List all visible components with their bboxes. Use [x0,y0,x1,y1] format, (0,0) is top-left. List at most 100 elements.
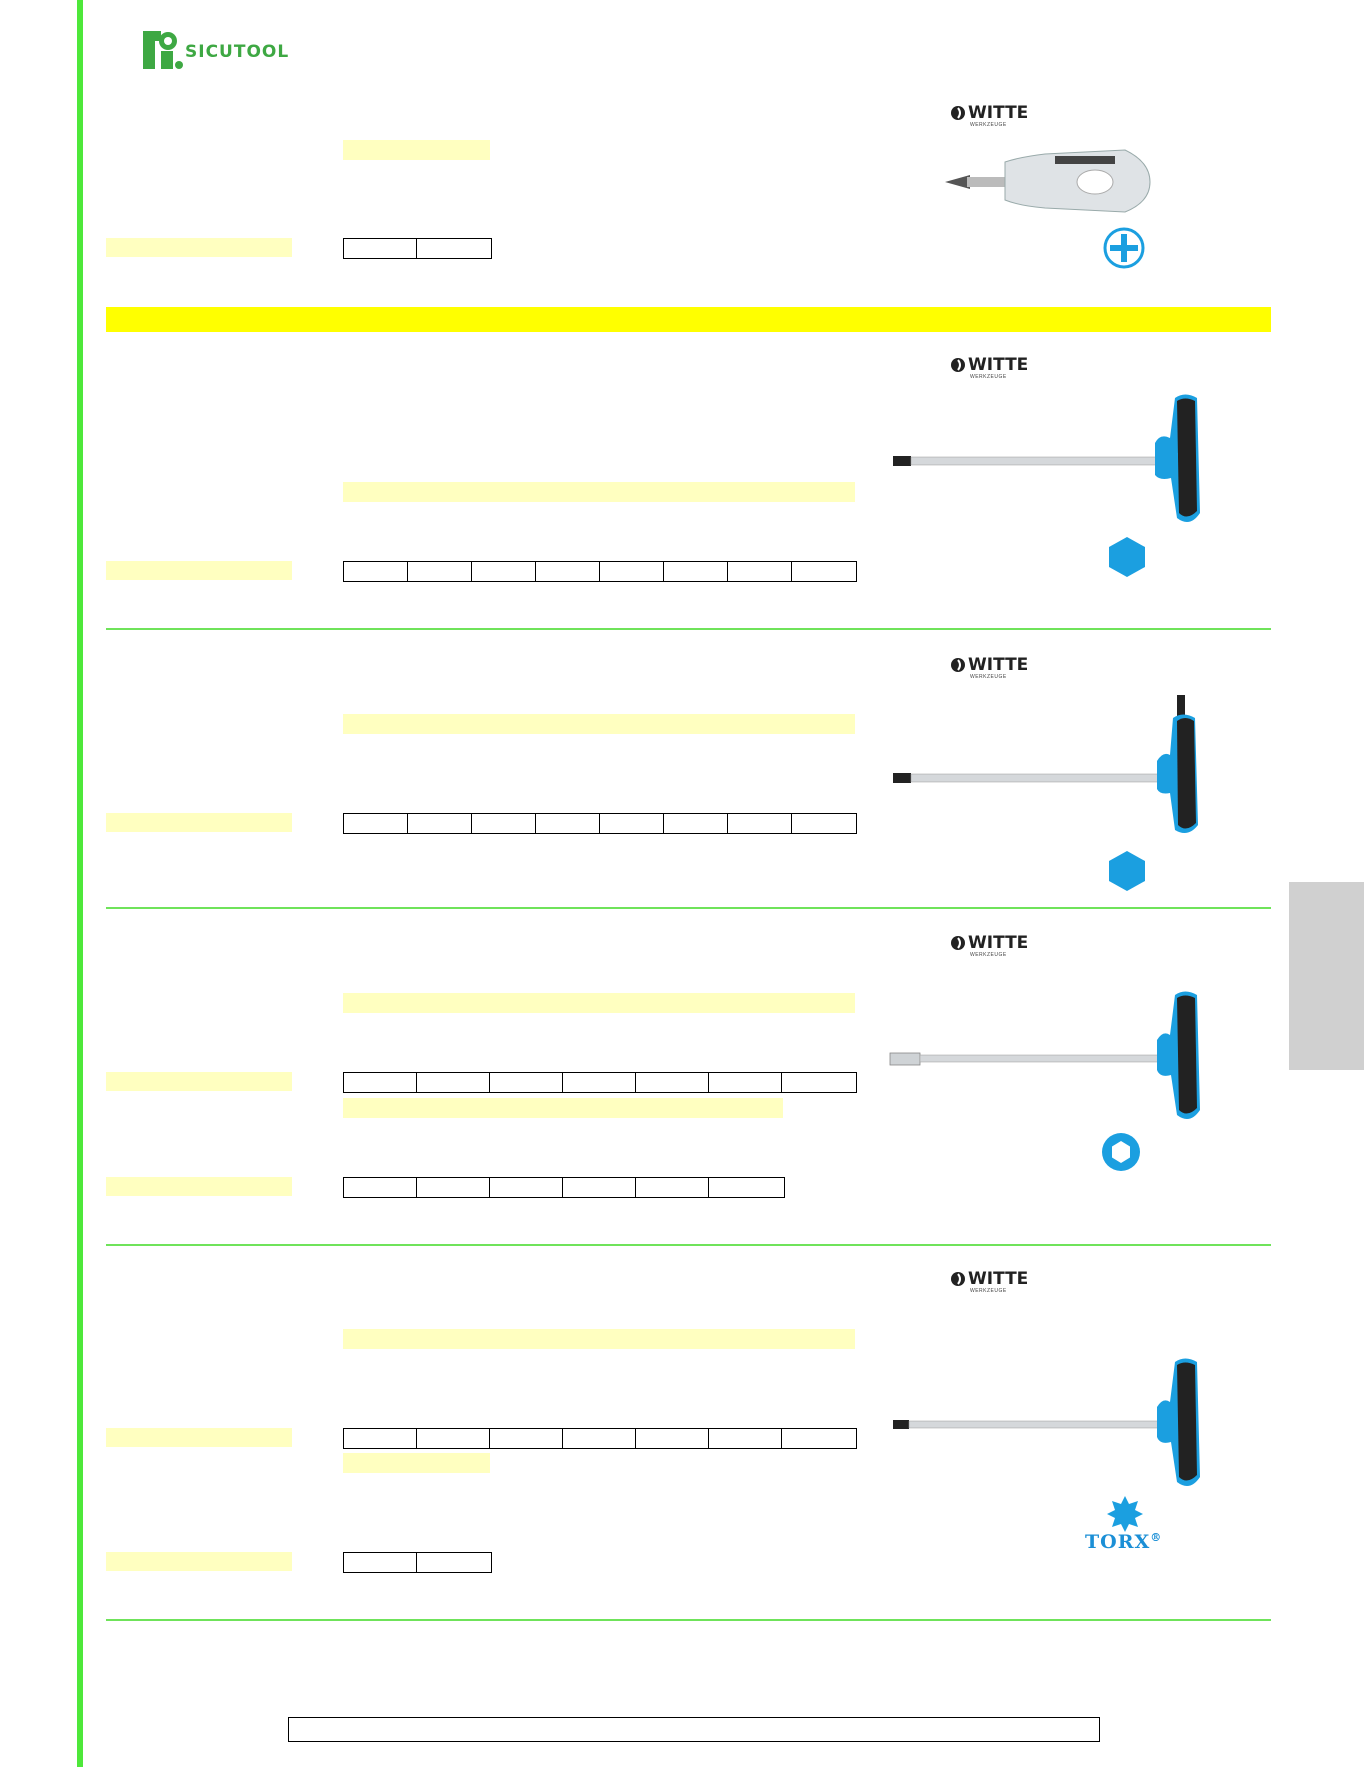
witte-logo: WITTE WERKZEUGE [950,933,1030,963]
witte-logo-icon [951,106,965,120]
torx-icon [1107,1496,1143,1532]
hex-icon [1109,537,1145,577]
table-cell [344,1429,417,1448]
table-cell [344,1178,417,1197]
size-table [343,1552,492,1573]
witte-logo-sub: WERKZEUGE [970,374,1007,380]
witte-logo-icon [951,1272,965,1286]
witte-logo-icon [951,658,965,672]
witte-logo: WITTE WERKZEUGE [950,103,1030,133]
torx-logo-text: TORX [1085,1531,1151,1553]
table-cell [472,814,536,833]
table-cell [344,239,417,258]
table-cell [563,1073,636,1092]
sicutool-logo-text: SICUTOOL [185,42,290,62]
table-cell [472,562,536,581]
table-cell [490,1073,563,1092]
table-cell [636,1429,709,1448]
article-label-highlight [106,238,292,257]
table-cell [536,562,600,581]
table-cell [408,562,472,581]
torx-logo: TORX® [1085,1531,1162,1553]
product-title-highlight [343,482,855,502]
product-title-highlight [343,140,490,160]
witte-logo-icon [951,936,965,950]
table-cell [664,562,728,581]
table-cell [792,814,856,833]
size-table [343,238,492,259]
article-label-highlight [106,813,292,832]
table-cell [563,1429,636,1448]
witte-logo-text: WITTE [968,933,1029,953]
table-cell [782,1429,855,1448]
size-table [343,1177,785,1198]
page-left-accent-bar [77,0,83,1767]
size-table [343,561,857,582]
witte-logo-icon [951,358,965,372]
witte-logo-text: WITTE [968,103,1029,123]
witte-logo-text: WITTE [968,655,1029,675]
product-title-highlight [343,1453,490,1473]
product-title-highlight [343,993,855,1013]
table-cell [709,1178,782,1197]
table-cell [344,562,408,581]
table-cell [490,1429,563,1448]
product-title-highlight [343,1329,855,1349]
table-cell [709,1073,782,1092]
hex-icon [1109,851,1145,891]
hex-socket-icon [1102,1133,1140,1171]
table-cell [490,1178,563,1197]
table-cell [664,814,728,833]
chapter-side-tab[interactable] [1289,882,1364,1070]
table-cell [417,1553,490,1572]
table-cell [417,1429,490,1448]
witte-logo: WITTE WERKZEUGE [950,355,1030,385]
article-label-highlight [106,1072,292,1091]
sicutool-logo [141,29,341,73]
table-cell [536,814,600,833]
table-cell [344,1073,417,1092]
t-handle-hex-key-image [893,394,1200,522]
sicutool-logo-icon [141,29,185,73]
section-divider [106,628,1271,630]
t-handle-torx-image [893,1358,1200,1486]
size-table [343,813,857,834]
witte-logo-sub: WERKZEUGE [970,674,1007,680]
table-cell [728,562,792,581]
size-table [343,1428,857,1449]
article-label-highlight [106,561,292,580]
witte-logo: WITTE WERKZEUGE [950,1269,1030,1299]
table-cell [408,814,472,833]
table-cell [782,1073,855,1092]
table-cell [417,1178,490,1197]
table-cell [600,562,664,581]
article-label-highlight [106,1552,292,1571]
table-cell [636,1073,709,1092]
phillips-icon [1103,227,1145,269]
witte-logo: WITTE WERKZEUGE [950,655,1030,685]
witte-logo-sub: WERKZEUGE [970,122,1007,128]
table-cell [636,1178,709,1197]
witte-logo-sub: WERKZEUGE [970,1288,1007,1294]
witte-logo-sub: WERKZEUGE [970,952,1007,958]
table-cell [709,1429,782,1448]
product-title-highlight [343,714,855,734]
table-cell [417,1073,490,1092]
witte-logo-text: WITTE [968,1269,1029,1289]
section-divider [106,907,1271,909]
table-cell [600,814,664,833]
section-divider [106,1244,1271,1246]
stubby-screwdriver-image [945,149,1151,213]
product-title-highlight [343,1098,783,1118]
size-table [343,1072,857,1093]
witte-logo-text: WITTE [968,355,1029,375]
t-handle-hex-side-exit-image [893,695,1198,834]
table-cell [344,1553,417,1572]
table-cell [792,562,856,581]
table-cell [563,1178,636,1197]
footer-box [288,1717,1100,1742]
section-header-bar [106,307,1271,332]
t-handle-socket-driver-image [889,991,1200,1119]
table-cell [344,814,408,833]
section-divider [106,1619,1271,1621]
